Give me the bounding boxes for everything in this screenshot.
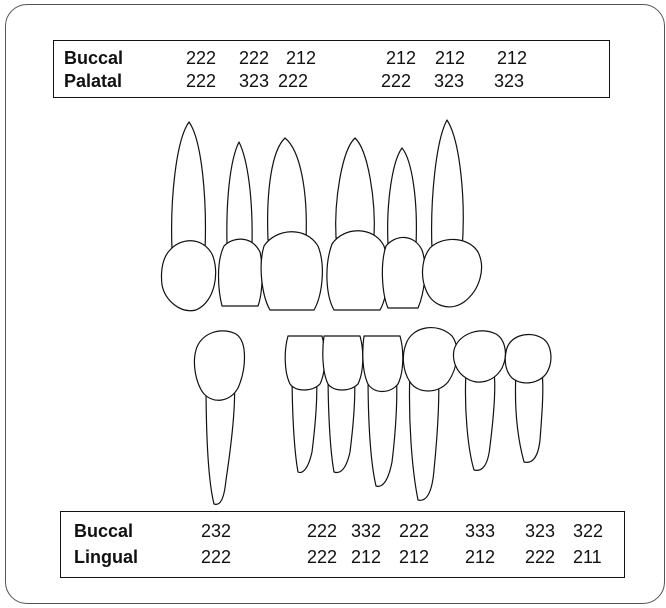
value-cell: 222 [307,521,337,542]
value-cell: 322 [573,521,603,542]
lower-tooth-1 [194,331,244,505]
lower-tooth-6 [454,331,506,471]
upper-tooth-6 [423,120,482,307]
lower-tooth-4 [363,336,403,486]
value-cell: 332 [351,521,381,542]
lower-teeth [194,328,551,505]
upper-tooth-4 [327,138,388,310]
value-cell: 222 [399,521,429,542]
upper-tooth-3 [261,138,322,310]
lower-tooth-2 [285,336,325,472]
upper-tooth-1 [161,122,215,311]
lower-tooth-5 [403,328,457,501]
upper-tooth-5 [382,148,425,308]
lower-buccal-row: Buccal 232 222 332 222 333 323 322 [61,521,624,543]
value-cell: 222 [525,547,555,568]
value-cell: 222 [307,547,337,568]
row-label: Lingual [74,547,138,568]
lower-tooth-3 [323,336,363,472]
lower-tooth-7 [505,334,551,462]
value-cell: 222 [201,547,231,568]
value-cell: 212 [465,547,495,568]
value-cell: 212 [351,547,381,568]
value-cell: 323 [525,521,555,542]
value-cell: 232 [201,521,231,542]
upper-teeth [161,120,481,311]
lower-lingual-row: Lingual 222 222 212 212 212 222 211 [61,547,624,569]
upper-tooth-2 [219,142,263,306]
value-cell: 333 [465,521,495,542]
lower-probing-table: Buccal 232 222 332 222 333 323 322 Lingu… [60,511,625,578]
row-label: Buccal [74,521,133,542]
value-cell: 211 [573,547,602,568]
value-cell: 212 [399,547,429,568]
